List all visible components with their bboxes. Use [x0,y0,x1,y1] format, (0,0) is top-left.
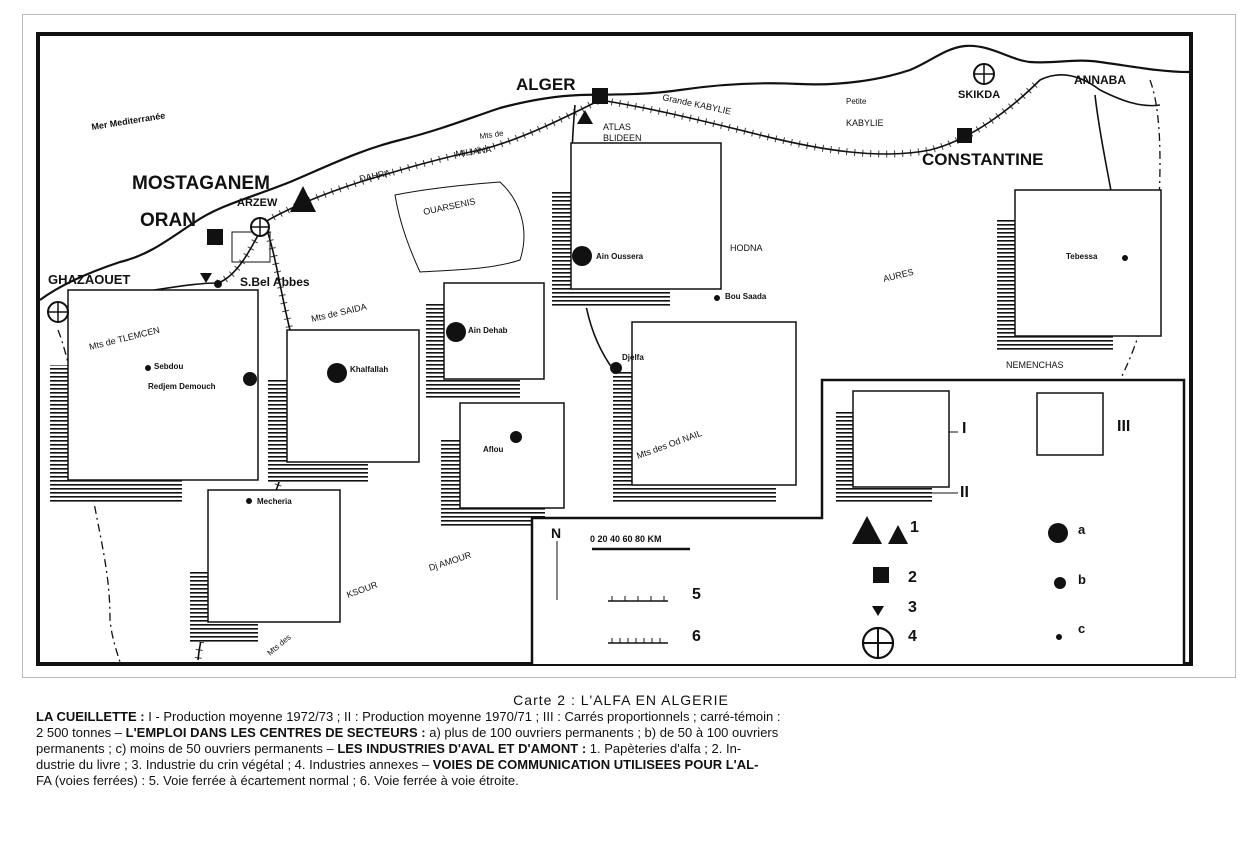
label-miliana: MILIANA [455,144,492,159]
caption-line-1: LA CUEILLETTE : I - Production moyenne 1… [36,709,781,724]
caption-line-2: 2 500 tonnes – L'EMPLOI DANS LES CENTRES… [36,725,779,740]
legend-3: 3 [908,599,917,616]
label-ksour: KSOUR [345,579,379,600]
legend-5: 5 [692,586,701,603]
map-caption: Carte 2 : L'ALFA EN ALGERIE LA CUEILLETT… [36,692,1206,789]
legend-4: 4 [908,628,917,645]
label-ouarsenis: OUARSENIS [422,196,476,217]
label-mts-de: Mts de [479,129,505,141]
legend-1: 1 [910,519,919,536]
label-mer: Mer Mediterranée [91,110,166,132]
label-atlas: ATLAS [603,122,631,132]
legend-north: N [551,525,561,541]
label-djelfa: Djelfa [622,353,644,362]
label-skikda: SKIKDA [958,89,1000,101]
caption-line-3: permanents ; c) moins de 50 ouvriers per… [36,741,742,756]
legend-symbols [556,516,1068,660]
map-svg: Mer Mediterranée ALGER MOSTAGANEM ARZEW … [36,32,1193,666]
label-mts-des: Mts des [266,633,293,658]
label-saida: Mts de SAIDA [310,301,367,323]
label-aures: AURES [882,267,915,284]
legend-labels: N 0 20 40 60 80 KM I II III 1 2 3 4 5 6 … [551,418,1130,645]
label-petite: Petite [846,97,867,106]
label-bou-saada: Bou Saada [725,292,767,301]
label-petite-kabylie: KABYLIE [846,118,884,128]
legend-box [530,378,1186,664]
caption-title: Carte 2 : L'ALFA EN ALGERIE [513,692,729,708]
label-sba: S.Bel Abbes [240,275,310,289]
employment-dots [145,246,1128,504]
label-mostaganem: MOSTAGANEM [132,173,270,194]
label-khalfallah: Khalfallah [350,365,388,374]
label-arzew: ARZEW [237,197,278,209]
label-alger: ALGER [516,75,576,94]
label-mecheria: Mecheria [257,497,292,506]
legend-I: I [962,420,966,437]
legend-2: 2 [908,569,917,586]
legend-c: c [1078,621,1085,636]
label-annaba: ANNABA [1074,73,1126,87]
legend-III: III [1117,418,1130,435]
industry-symbols [47,63,995,323]
label-grande-kabylie: Grande KABYLIE [662,92,733,116]
label-hodna: HODNA [730,243,763,253]
label-nemenchas: NEMENCHAS [1006,360,1064,370]
caption-line-5: FA (voies ferrées) : 5. Voie ferrée à éc… [36,773,519,788]
legend-squares [836,390,1104,504]
label-redjem: Redjem Demouch [148,382,216,391]
legend-b: b [1078,572,1086,587]
label-djamour: Dj AMOUR [428,550,473,573]
relief-outlines [231,181,525,273]
legend-a: a [1078,522,1086,537]
legend-scale: 0 20 40 60 80 KM [590,534,662,544]
label-ain-oussera: Ain Oussera [596,252,644,261]
label-aflou: Aflou [483,445,504,454]
label-blideen: BLIDEEN [603,133,642,143]
caption-line-4: dustrie du livre ; 3. Industrie du crin … [36,757,759,772]
label-tebessa: Tebessa [1066,252,1098,261]
label-ghazaouet: GHAZAOUET [48,272,130,287]
label-ain-dehab: Ain Dehab [468,326,508,335]
label-oran: ORAN [140,210,196,231]
label-dahra: DAHRA [358,168,391,184]
label-constantine: CONSTANTINE [922,150,1044,169]
legend-II: II [960,484,969,501]
label-sebdou: Sebdou [154,362,183,371]
legend-6: 6 [692,628,701,645]
